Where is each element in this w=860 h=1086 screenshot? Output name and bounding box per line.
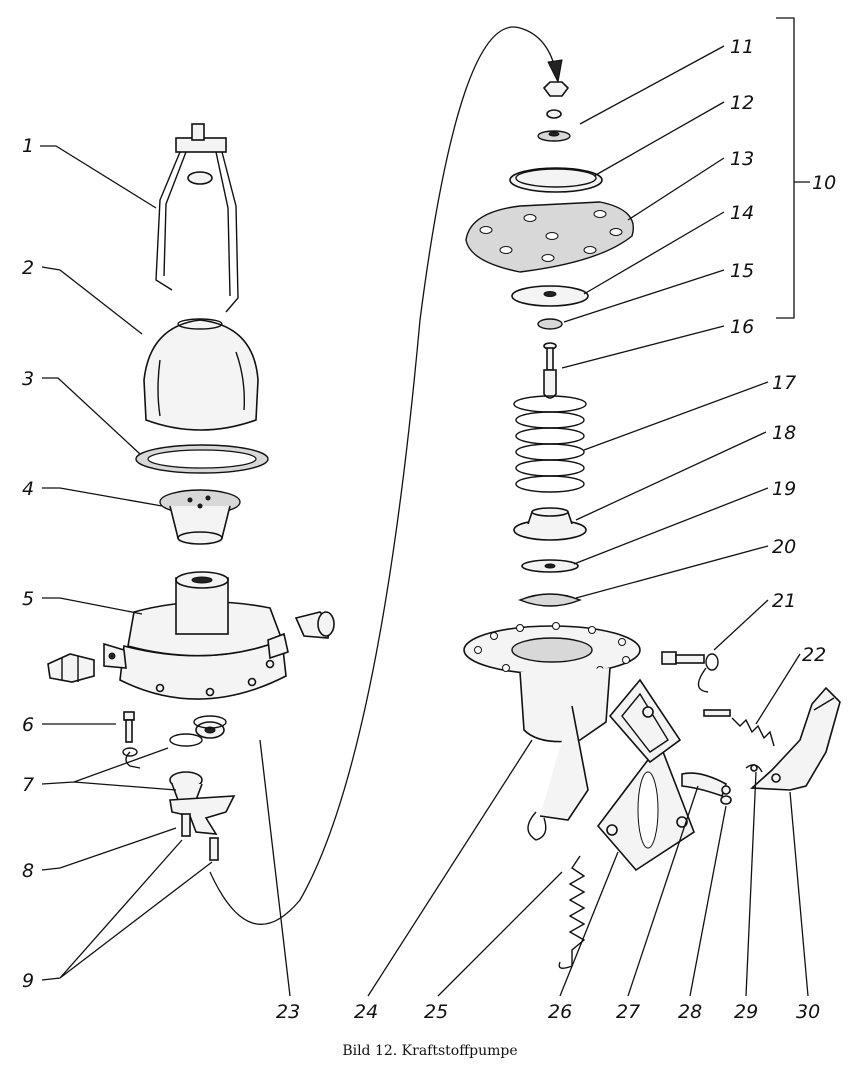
label-21: 21 (772, 590, 796, 612)
part-20-washer (518, 593, 582, 607)
label-30: 30 (796, 1001, 820, 1023)
part-17-spring (513, 395, 587, 493)
part-7-valves (169, 721, 225, 801)
label-5: 5 (22, 588, 34, 610)
leader-lines (40, 45, 809, 997)
label-24: 24 (354, 1001, 378, 1023)
part-27-link (681, 772, 731, 798)
label-2: 2 (22, 257, 34, 279)
part-24-flange (608, 678, 682, 764)
part-11-nut (537, 81, 571, 142)
part-8-retainer (169, 795, 236, 835)
label-12: 12 (730, 92, 754, 114)
figure-caption: Bild 12. Kraftstoffpumpe (342, 1043, 517, 1059)
label-9: 9 (22, 970, 34, 992)
label-27: 27 (616, 1001, 640, 1023)
label-23: 23 (276, 1001, 300, 1023)
label-16: 16 (730, 316, 754, 338)
part-18-spring-cup (513, 507, 587, 541)
label-29: 29 (734, 1001, 758, 1023)
label-11: 11 (730, 36, 754, 58)
label-17: 17 (772, 372, 796, 394)
label-4: 4 (22, 478, 34, 500)
part-26-flange-gasket (596, 742, 695, 872)
group-10-bracket (776, 17, 810, 319)
label-13: 13 (730, 148, 754, 170)
part-24-lower-housing (463, 622, 641, 841)
label-22: 22 (802, 644, 826, 666)
part-3-gasket (135, 444, 269, 474)
assembly-arrow (209, 26, 563, 925)
label-26: 26 (548, 1001, 572, 1023)
part-13-diaphragm (465, 201, 634, 273)
label-6: 6 (22, 714, 34, 736)
label-18: 18 (772, 422, 796, 444)
part-19-seal (521, 559, 579, 573)
label-25: 25 (424, 1001, 448, 1023)
part-5-pump-body (103, 571, 289, 700)
part-5-inlet-fitting (47, 653, 95, 683)
part-16-pull-rod (543, 342, 557, 399)
label-20: 20 (772, 536, 796, 558)
part-29-clip (745, 764, 763, 773)
part-labels: 1 2 3 4 5 6 7 8 9 10 11 12 13 14 15 16 1… (22, 36, 836, 1023)
part-15-washer (537, 318, 563, 330)
part-12-plate (509, 167, 603, 193)
label-10: 10 (812, 172, 836, 194)
label-28: 28 (678, 1001, 702, 1023)
label-15: 15 (730, 260, 754, 282)
part-30-rocker-arm (750, 686, 841, 791)
label-3: 3 (22, 368, 34, 390)
part-25-return-spring (558, 855, 586, 969)
label-19: 19 (772, 478, 796, 500)
label-7: 7 (22, 774, 34, 796)
part-22-spring (703, 709, 775, 747)
part-2-glass-bowl (143, 318, 259, 431)
part-23-gaskets (169, 715, 227, 747)
part-5-outlet-fitting (294, 611, 335, 639)
part-4-strainer (159, 489, 241, 545)
part-6-screw (122, 711, 141, 769)
part-21-screw (661, 651, 719, 693)
part-28-pin (720, 795, 732, 805)
part-1-bail-clamp (155, 123, 239, 313)
label-8: 8 (22, 860, 34, 882)
label-14: 14 (730, 202, 754, 224)
label-1: 1 (22, 135, 34, 157)
part-9-screws (181, 813, 219, 861)
part-14-plate (511, 285, 589, 307)
